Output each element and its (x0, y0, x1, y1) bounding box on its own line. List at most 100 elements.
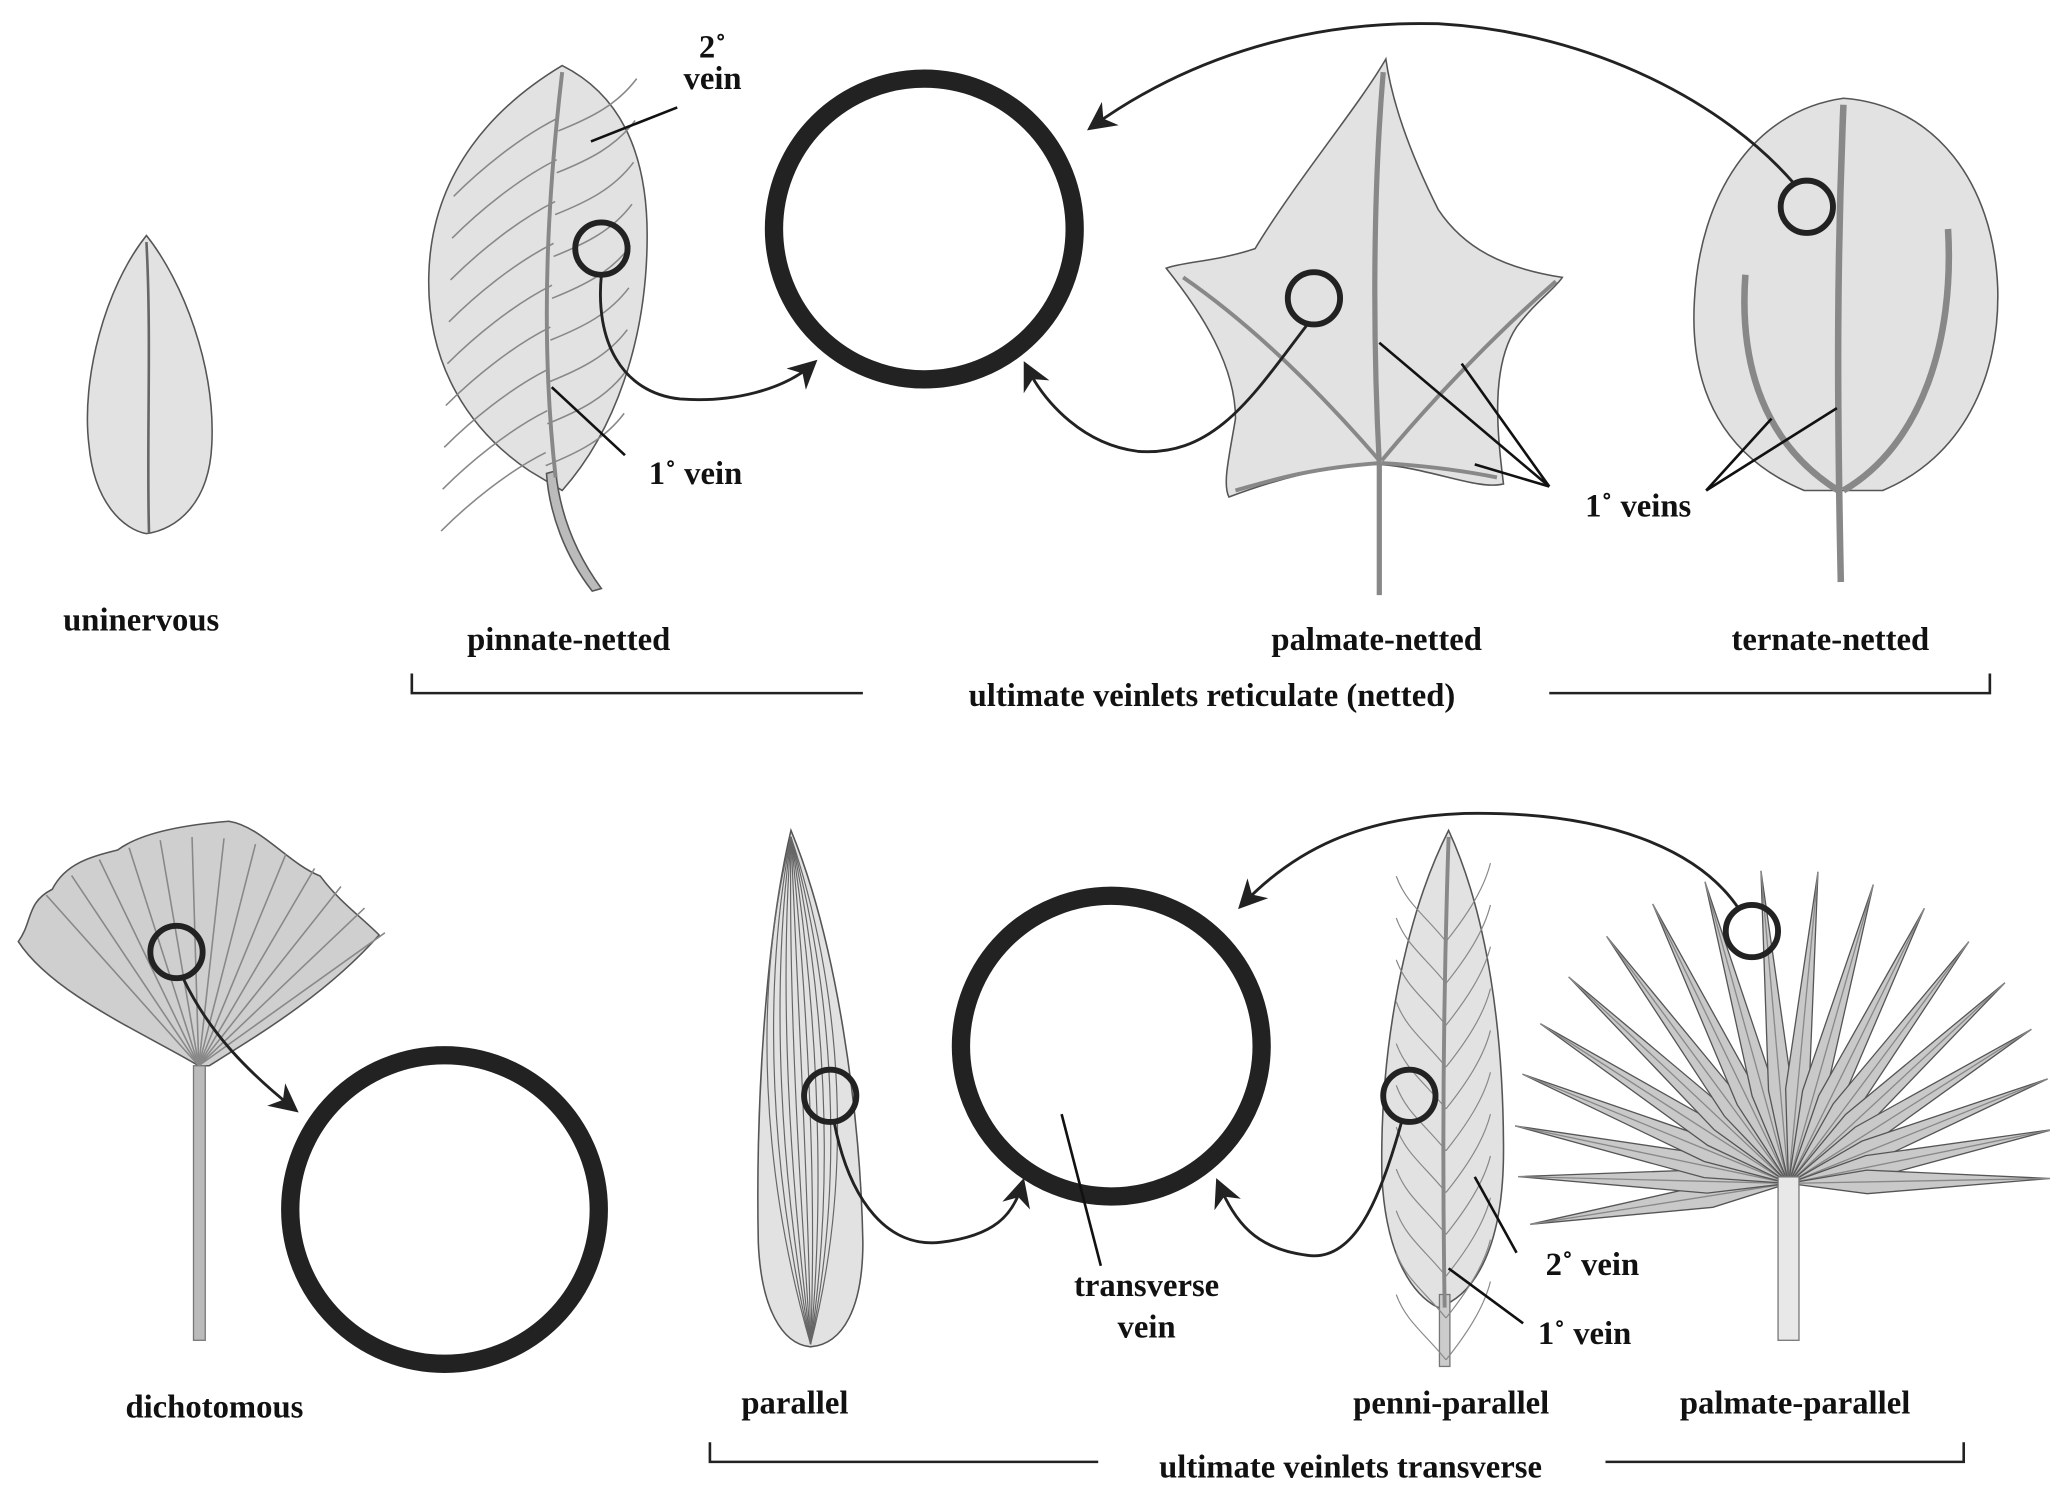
vein (449, 200, 556, 281)
vein (1445, 946, 1492, 1026)
vein (128, 847, 200, 1066)
vein (1540, 1023, 1789, 1184)
arrow (1214, 1121, 1403, 1258)
magnified-reticulate-veins (752, 69, 1084, 401)
vein (440, 451, 547, 532)
vein (1787, 908, 1925, 1184)
bracket-transverse (708, 1442, 1966, 1464)
vein (70, 875, 200, 1067)
vein (556, 120, 636, 174)
vein (790, 836, 839, 1345)
vein (1788, 982, 2006, 1184)
arrow (1023, 323, 1309, 454)
leader-line (550, 386, 626, 457)
ternate-netted-leaf (1693, 97, 1999, 583)
uninervous-leaf (86, 234, 213, 535)
vein (443, 368, 550, 448)
annotation-1-veins: 1˚ veins (1585, 489, 1691, 525)
vein (1787, 884, 1874, 1184)
vein (442, 410, 548, 490)
vein (191, 837, 200, 1066)
magnify-ring-ternate (1777, 177, 1836, 236)
annotation-1-vein: 1˚ vein (649, 456, 742, 492)
magnify-ring-palmate (1284, 269, 1344, 328)
vein (789, 836, 812, 1345)
leader-line (1060, 1113, 1103, 1267)
vein (1445, 988, 1492, 1068)
vein (1445, 862, 1492, 942)
vein (1445, 1072, 1492, 1152)
vein (1395, 1168, 1447, 1235)
vein (1395, 875, 1447, 942)
parallel-leaf (757, 827, 864, 1348)
vein (1395, 959, 1447, 1026)
vein (1530, 1182, 1789, 1225)
vein (1395, 1294, 1447, 1361)
magnify-ring-penni-parallel (1380, 1066, 1439, 1125)
vein (779, 836, 812, 1345)
vein (445, 326, 551, 407)
leader-line (1447, 1267, 1524, 1325)
leader-line (1378, 341, 1551, 488)
bracket-reticulate (410, 673, 1992, 695)
vein (1788, 1078, 2048, 1185)
pinnate-netted-leaf (428, 64, 648, 593)
label-palmate-parallel: palmate-parallel (1680, 1386, 1910, 1422)
vein (451, 159, 558, 239)
annotation-transverse-vein: transverse (1074, 1268, 1219, 1304)
vein (98, 859, 200, 1067)
group-label-transverse: ultimate veinlets transverse (1159, 1450, 1542, 1486)
annotation-transverse-vein: vein (1118, 1310, 1176, 1346)
vein (790, 836, 819, 1345)
leader-line (1460, 362, 1551, 488)
magnify-ring-dichotomous (147, 922, 206, 982)
vein (197, 838, 225, 1066)
vein (1704, 881, 1790, 1184)
vein (1395, 1252, 1447, 1319)
vein (1788, 1028, 2032, 1184)
palmate-netted-leaf (1164, 56, 1564, 596)
vein (785, 836, 812, 1345)
arrow (1087, 22, 1795, 185)
arrow (1238, 811, 1741, 910)
vein (446, 284, 553, 365)
vein (1445, 904, 1492, 984)
label-parallel: parallel (741, 1386, 848, 1422)
vein (1395, 1043, 1447, 1110)
vein (1445, 1197, 1492, 1277)
arrow (181, 977, 299, 1113)
vein (1445, 1030, 1492, 1110)
magnified-transverse-veins (951, 886, 1271, 1206)
vein (159, 840, 200, 1066)
leader-line (1705, 407, 1838, 492)
label-uninervous: uninervous (63, 602, 219, 638)
leader-line (1474, 463, 1550, 488)
leader-line (1705, 417, 1773, 492)
label-penni-parallel: penni-parallel (1353, 1386, 1549, 1422)
arrow (599, 274, 818, 402)
vein (1395, 917, 1447, 984)
annotation-2-vein-bottom: 2˚ vein (1546, 1247, 1639, 1283)
vein (545, 412, 625, 467)
vein (1787, 941, 1970, 1184)
penni-parallel-leaf (1380, 828, 1505, 1368)
vein (453, 117, 559, 197)
magnify-ring-parallel (801, 1066, 860, 1125)
vein (752, 72, 765, 401)
annotation-1-vein-bottom: 1˚ vein (1538, 1316, 1631, 1352)
vein (1445, 1239, 1492, 1319)
leader-line (590, 106, 678, 143)
label-dichotomous: dichotomous (125, 1389, 303, 1425)
vein (1787, 871, 1819, 1184)
vein (198, 932, 386, 1067)
vein (766, 836, 812, 1345)
vein (1445, 1155, 1492, 1235)
vein (1760, 870, 1790, 1184)
vein (553, 203, 633, 258)
vein (1522, 1073, 1789, 1185)
label-pinnate-netted: pinnate-netted (467, 622, 670, 658)
vein (198, 886, 342, 1067)
vein (1606, 935, 1790, 1184)
vein (1445, 1113, 1492, 1193)
